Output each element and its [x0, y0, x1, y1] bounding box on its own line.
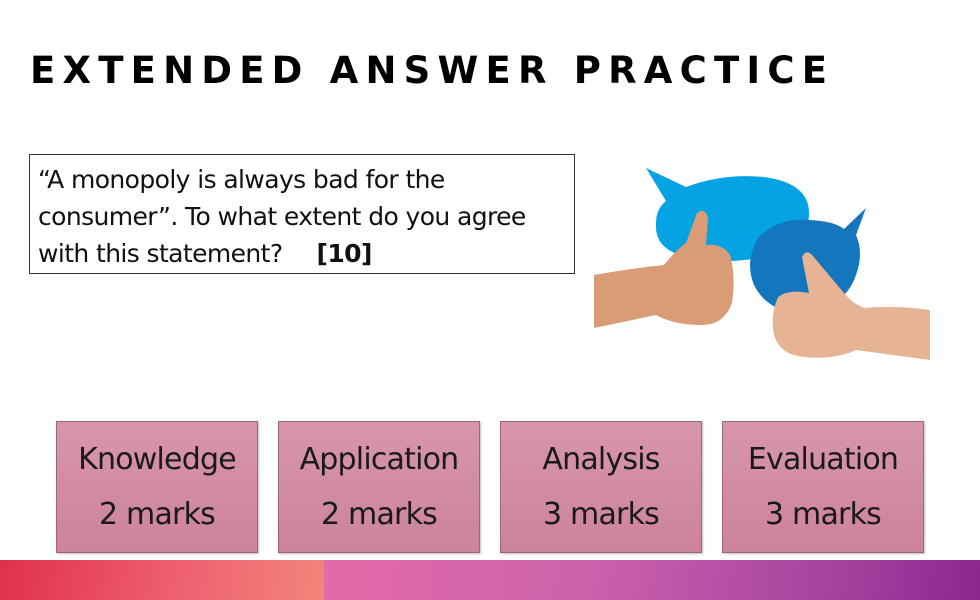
question-line-2: consumer”. To what extent do you agree — [38, 202, 526, 231]
criteria-marks: 2 marks — [321, 497, 438, 532]
question-line-3: with this statement? — [38, 239, 283, 268]
criteria-label: Evaluation — [747, 442, 899, 477]
criteria-box-knowledge: Knowledge 2 marks — [56, 421, 258, 553]
footer-bar-right — [324, 560, 980, 600]
criteria-marks: 3 marks — [765, 497, 882, 532]
question-line-1: “A monopoly is always bad for the — [38, 165, 445, 194]
question-box: “A monopoly is always bad for the consum… — [29, 154, 575, 274]
criteria-box-analysis: Analysis 3 marks — [500, 421, 702, 553]
thumbs-up-speech-bubbles-icon — [594, 165, 930, 360]
criteria-box-application: Application 2 marks — [278, 421, 480, 553]
footer-bar-left — [0, 560, 324, 600]
criteria-label: Knowledge — [78, 442, 237, 477]
criteria-marks: 3 marks — [543, 497, 660, 532]
criteria-label: Analysis — [542, 442, 660, 477]
slide-title: EXTENDED ANSWER PRACTICE — [30, 49, 835, 92]
criteria-marks: 2 marks — [99, 497, 216, 532]
criteria-label: Application — [299, 442, 460, 477]
question-marks: [10] — [316, 239, 373, 268]
criteria-box-evaluation: Evaluation 3 marks — [722, 421, 924, 553]
